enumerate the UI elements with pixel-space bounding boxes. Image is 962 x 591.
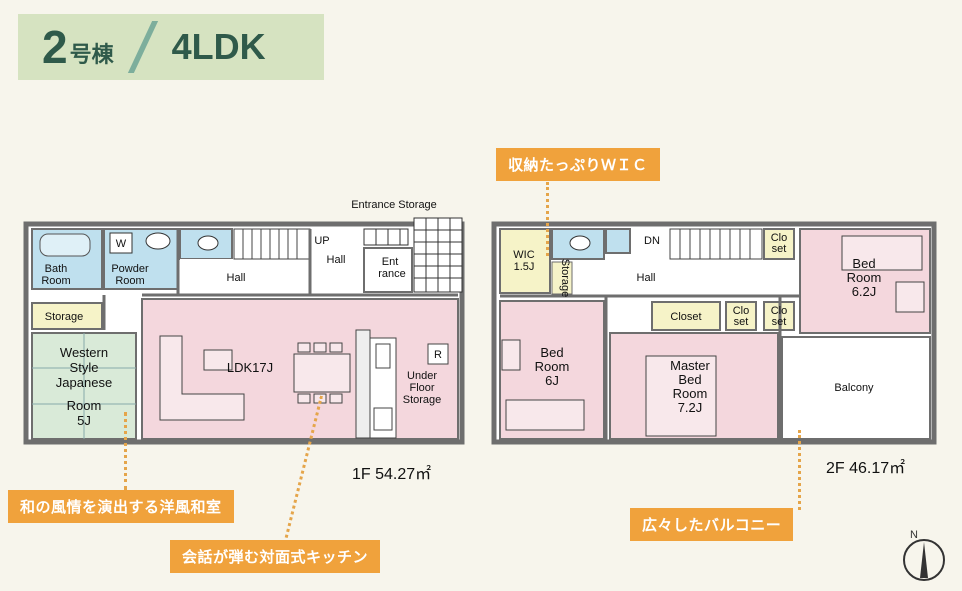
kitchen-sink-icon (375, 343, 391, 369)
entrance-storage-grid (363, 217, 463, 293)
callout-balcony: 広々したバルコニー (630, 508, 794, 541)
building-suffix: 号棟 (69, 43, 114, 68)
label-western-4: Room (67, 398, 102, 413)
floor-2-labels: WIC 1.5J DN Clo set Storage Hall Bed Roo… (513, 232, 881, 415)
stairs-icon (233, 228, 311, 260)
kitchen-counter (355, 329, 371, 439)
floor-2-area: 2F 46.17㎡ (826, 460, 906, 477)
label-closet-top-1: Clo (771, 232, 788, 244)
label-closet-mid2-1: Clo (771, 305, 788, 317)
label-w: W (116, 238, 127, 250)
compass-icon: N (903, 529, 945, 581)
entrance (363, 247, 413, 293)
label-master-4: 7.2J (678, 400, 703, 415)
floor-1-plan (23, 217, 465, 445)
label-bath-1: Bath (45, 263, 68, 275)
label-balcony: Balcony (834, 382, 874, 394)
label-western-5: 5J (77, 413, 91, 428)
master-bed-icon (645, 355, 717, 437)
label-powder-1: Powder (111, 263, 149, 275)
label-storage-small: Storage (559, 259, 571, 298)
label-bed-right-3: 6.2J (852, 284, 877, 299)
label-powder-2: Room (115, 275, 144, 287)
desk-left-icon (501, 339, 521, 371)
label-underfloor-2: Floor (409, 382, 434, 394)
leader-wic (546, 182, 549, 256)
label-dn: DN (644, 235, 660, 247)
closet-master (651, 301, 721, 331)
desk-right-icon (895, 281, 925, 313)
compass-north-label: N (910, 529, 918, 541)
label-hall-right: Hall (327, 254, 346, 266)
label-wic-1: WIC (513, 249, 534, 261)
label-western-1: Western (60, 345, 108, 360)
label-up: UP (314, 235, 329, 247)
wic-room (499, 228, 551, 294)
label-r: R (434, 349, 442, 361)
floor-1-area: 1F 54.27㎡ (352, 466, 432, 483)
leader-balcony (798, 430, 801, 510)
closet-mid-1 (725, 301, 757, 331)
building-number: 2 (42, 21, 68, 73)
label-bed-right-2: Room (847, 270, 882, 285)
layout-type: 4LDK (171, 26, 266, 67)
label-underfloor-3: Storage (403, 394, 442, 406)
label-bed-left-1: Bed (540, 345, 563, 360)
label-closet: Closet (670, 311, 701, 323)
label-western-2: Style (70, 360, 99, 375)
label-closet-mid2-2: set (772, 316, 787, 328)
storage-small (551, 261, 573, 295)
label-bed-right-1: Bed (852, 256, 875, 271)
balcony (781, 336, 931, 440)
building-badge: 2 号棟 4LDK (18, 14, 324, 80)
hall-left (180, 259, 290, 295)
refrigerator-icon (427, 343, 449, 365)
dining-table-icon (293, 353, 351, 393)
label-bath-2: Room (41, 275, 70, 287)
label-entrance-1: Ent (382, 256, 399, 268)
stairs-2f-icon (669, 228, 763, 260)
callout-kitchen: 会話が弾む対面式キッチン (170, 540, 381, 573)
bathtub-icon (39, 233, 91, 257)
sink-icon (145, 232, 171, 250)
leader-japanese (124, 412, 127, 490)
toilet-2f-icon (569, 235, 591, 251)
washbasin-2f (605, 228, 631, 254)
label-ldk: LDK17J (227, 360, 273, 375)
label-master-2: Bed (678, 372, 701, 387)
callout-japanese: 和の風情を演出する洋風和室 (8, 490, 234, 523)
closet-top (763, 228, 795, 260)
bed-left-icon (505, 399, 585, 431)
label-western-3: Japanese (56, 375, 112, 390)
label-hall-2f: Hall (637, 272, 656, 284)
label-master-3: Room (673, 386, 708, 401)
label-hall-left: Hall (227, 272, 246, 284)
label-entrance-2: rance (378, 268, 406, 280)
label-master-1: Master (670, 358, 710, 373)
label-closet-top-2: set (772, 243, 787, 255)
stove-icon (373, 407, 393, 431)
label-bed-left-3: 6J (545, 373, 559, 388)
toilet-icon (197, 235, 219, 251)
label-underfloor-1: Under (407, 370, 437, 382)
bed-right-icon (841, 235, 923, 271)
label-entrance-storage: Entrance Storage (351, 199, 437, 211)
storage-room-1f (31, 302, 103, 330)
washer-icon (109, 232, 133, 254)
label-closet-mid1-2: set (734, 316, 749, 328)
label-storage-1f: Storage (45, 311, 84, 323)
label-bed-left-2: Room (535, 359, 570, 374)
coffee-table-icon (203, 349, 233, 371)
sofa-icon (159, 335, 245, 421)
floor-2-plan (491, 221, 937, 445)
label-wic-2: 1.5J (514, 261, 535, 273)
floor-1-labels: Entrance Storage Bath Room Powder Room W… (41, 199, 442, 428)
label-closet-mid1-1: Clo (733, 305, 750, 317)
callout-wic: 収納たっぷりＷＩＣ (496, 148, 660, 181)
